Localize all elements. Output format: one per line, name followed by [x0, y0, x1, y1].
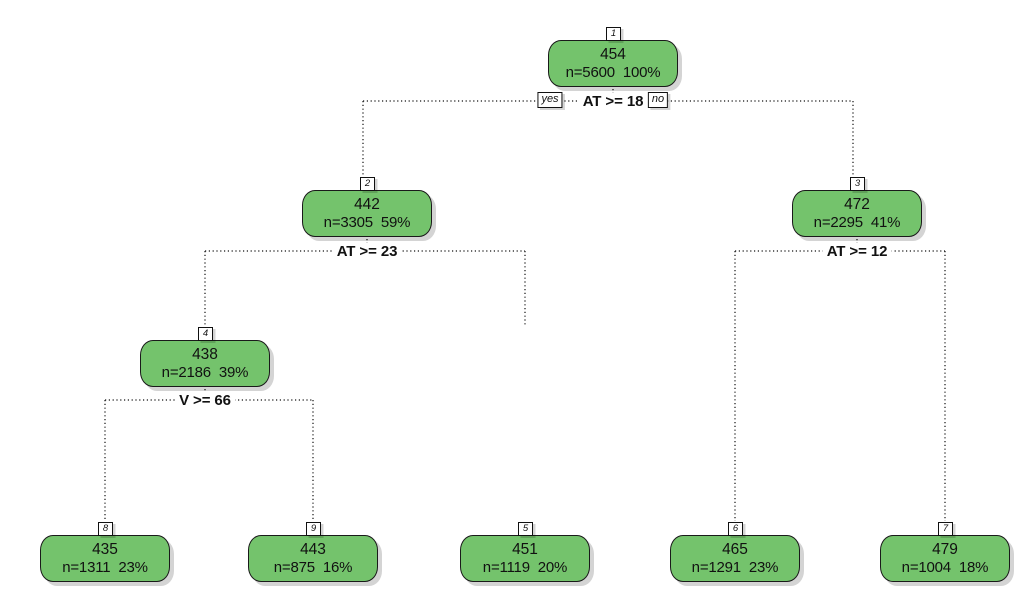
- node-stats: n=875 16%: [273, 558, 353, 576]
- node-stats: n=1311 23%: [62, 558, 148, 576]
- node-value: 465: [722, 541, 748, 559]
- node-value: 479: [932, 541, 958, 559]
- split-condition-label: AT >= 18: [578, 93, 648, 110]
- yes-branch-badge: yes: [537, 92, 563, 108]
- node-id-badge: 5: [518, 522, 533, 536]
- node-value: 442: [354, 196, 380, 214]
- node-value: 451: [512, 541, 538, 559]
- node-stats: n=5600 100%: [565, 63, 661, 81]
- node-value: 438: [192, 346, 218, 364]
- node-value: 454: [600, 46, 626, 64]
- split-condition-label: AT >= 23: [332, 243, 402, 260]
- node-id-badge: 7: [938, 522, 953, 536]
- node-stats: n=2295 41%: [813, 213, 901, 231]
- no-branch-badge: no: [647, 92, 669, 108]
- split-condition-label: V >= 66: [175, 392, 235, 409]
- node-id-badge: 4: [198, 327, 213, 341]
- node-id-badge: 1: [606, 27, 621, 41]
- node-stats: n=1291 23%: [691, 558, 779, 576]
- node-value: 435: [92, 541, 118, 559]
- node-id-badge: 6: [728, 522, 743, 536]
- node-id-badge: 2: [360, 177, 375, 191]
- node-value: 443: [300, 541, 326, 559]
- node-stats: n=1119 20%: [482, 558, 568, 576]
- node-stats: n=1004 18%: [901, 558, 989, 576]
- node-id-badge: 8: [98, 522, 113, 536]
- node-stats: n=2186 39%: [161, 363, 249, 381]
- node-stats: n=3305 59%: [323, 213, 411, 231]
- node-id-badge: 9: [306, 522, 321, 536]
- node-id-badge: 3: [850, 177, 865, 191]
- split-condition-label: AT >= 12: [822, 243, 892, 260]
- node-value: 472: [844, 196, 870, 214]
